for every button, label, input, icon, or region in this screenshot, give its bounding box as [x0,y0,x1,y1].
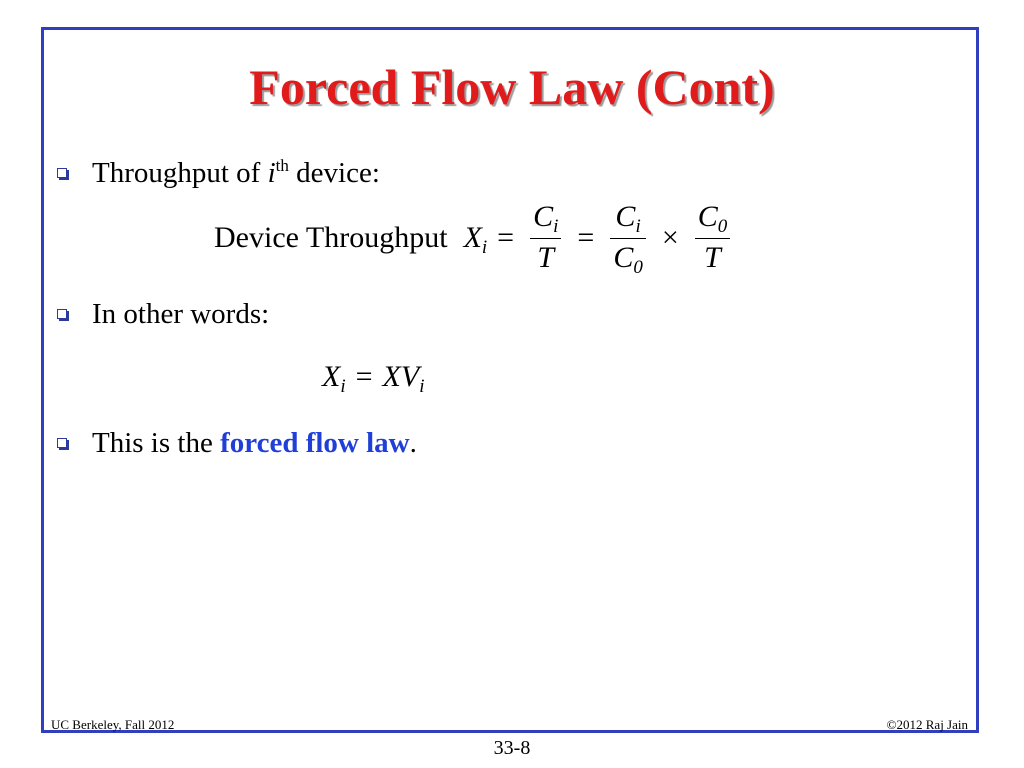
eq1-lhs: Xi [463,220,488,258]
eq1-equals-1: = [497,220,515,254]
bullet-3: This is the forced flow law. [92,427,417,459]
eq1-equals-2: = [577,220,595,254]
eq1-fraction-2: Ci C0 [610,200,646,277]
slide-frame [41,27,979,733]
bullet-2: In other words: [92,298,270,330]
footer-copyright: ©2012 Raj Jain [886,717,968,732]
eq1-label: Device Throughput [214,220,448,254]
eq1-times: × [661,220,679,254]
bullet-1: Throughput of ith device: [92,156,380,190]
forced-flow-law-highlight: forced flow law [220,427,410,459]
eq1-fraction-3: C0 T [694,200,731,275]
equation-forced-flow: Xi = XVi [322,360,425,397]
equation-device-throughput: Device Throughput Xi = Ci T = Ci C0 × C0… [214,200,736,277]
page-number: 33-8 [493,737,531,759]
bullet-1-var: i [267,157,276,189]
bullet-1-sup: th [275,156,289,175]
eq1-fraction-1: Ci T [530,200,562,275]
bullet-1-pre: Throughput of [92,157,268,189]
footer-course: UC Berkeley, Fall 2012 [51,717,175,732]
bullet-marker-2 [57,309,67,319]
bullet-marker-3 [57,438,67,448]
slide-title: Forced Flow Law (Cont) [249,59,775,115]
bullet-marker-1 [57,168,67,178]
bullet-1-post: device: [288,157,380,189]
